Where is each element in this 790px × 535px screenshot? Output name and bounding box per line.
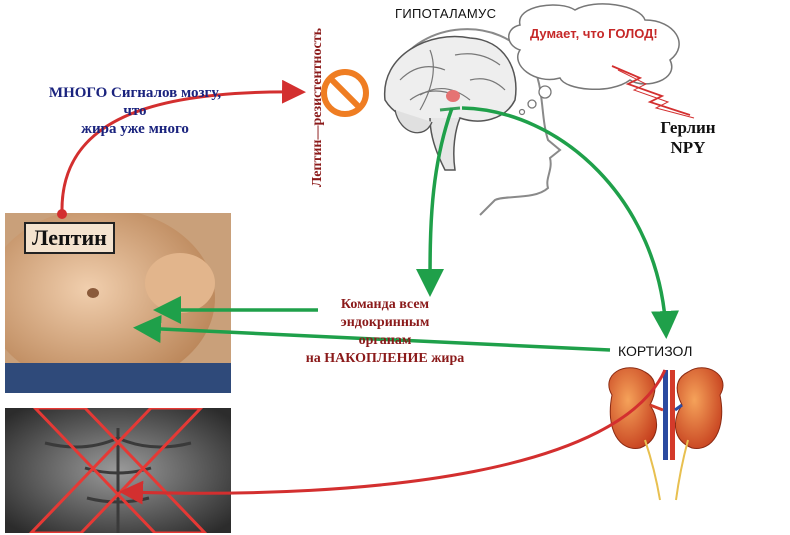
cortisol-label: КОРТИЗОЛ <box>618 343 693 359</box>
command-text: Команда всем эндокринным органам на НАКО… <box>285 296 485 368</box>
command-line2: эндокринным <box>340 315 430 330</box>
many-signals-line1: МНОГО Сигналов мозгу, <box>48 85 222 101</box>
many-signals-text: МНОГО Сигналов мозгу, что жира уже много <box>35 84 235 138</box>
command-line3: органам <box>358 333 412 348</box>
abs-photo <box>5 408 231 533</box>
command-line4: на НАКОПЛЕНИЕ жира <box>305 351 465 366</box>
command-line1: Команда всем <box>340 297 430 312</box>
green-arrow-hypothalamus-down <box>416 107 454 297</box>
green-arrow-hypothalamus-to-cortisol <box>461 106 680 339</box>
many-signals-line3: жира уже много <box>81 121 189 137</box>
hypothalamus-label: ГИПОТАЛАМУС <box>395 6 497 21</box>
ghrelin-label: Герлин <box>660 118 716 137</box>
npy-label: NPY <box>670 138 706 157</box>
leptin-resistance-label: Лептин—резистентность <box>310 28 325 188</box>
ghrelin-npy-label: Герлин NPY <box>648 118 728 158</box>
many-signals-line2: что <box>123 103 147 119</box>
thinks-hunger-text: Думает, что ГОЛОД! <box>530 26 658 41</box>
cross-out-icon <box>28 408 208 533</box>
leptin-label-box: Лептин <box>24 222 115 254</box>
